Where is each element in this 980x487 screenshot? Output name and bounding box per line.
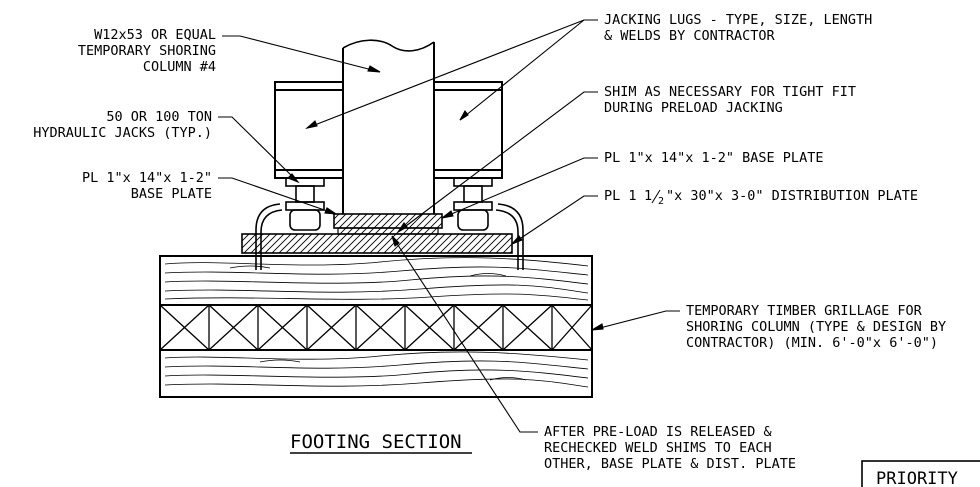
section-title: FOOTING SECTION <box>290 431 462 453</box>
column-label-line-3: COLUMN #4 <box>143 59 216 75</box>
priority-box: PRIORITY <box>861 460 980 487</box>
timber-grillage <box>159 255 593 398</box>
shim <box>337 227 439 235</box>
column-label-line-1: W12x53 OR EQUAL <box>94 27 216 43</box>
left-plate-label-line-1: PL 1"x 14"x 1-2" <box>82 170 212 186</box>
grillage-label-line-2: SHORING COLUMN (TYPE & DESIGN BY <box>686 319 946 335</box>
dist-plate-fraction-denominator: 2 <box>658 196 664 207</box>
callout-preload: AFTER PRE-LOAD IS RELEASED & RECHECKED W… <box>544 424 796 472</box>
distribution-plate <box>241 233 513 254</box>
lugs-label-line-2: & WELDS BY CONTRACTOR <box>604 28 776 44</box>
callout-column: W12x53 OR EQUAL TEMPORARY SHORING COLUMN… <box>78 27 216 75</box>
shim-label-line-2: DURING PRELOAD JACKING <box>604 100 783 116</box>
callout-shim: SHIM AS NECESSARY FOR TIGHT FIT DURING P… <box>604 84 856 116</box>
base-plate-label: PL 1"x 14"x 1-2" BASE PLATE <box>604 150 823 166</box>
wood-grain-lower <box>164 351 589 388</box>
preload-label-line-3: OTHER, BASE PLATE & DIST. PLATE <box>544 456 796 472</box>
callout-jacking-lugs: JACKING LUGS - TYPE, SIZE, LENGTH & WELD… <box>604 12 872 44</box>
dist-plate-fraction-bar <box>651 189 661 204</box>
dist-plate-prefix: PL 1 <box>604 188 637 204</box>
dist-plate-fraction-numerator: 1 <box>644 188 652 204</box>
dist-plate-suffix: "x 30"x 3-0" DISTRIBUTION PLATE <box>666 188 918 204</box>
callout-grillage: TEMPORARY TIMBER GRILLAGE FOR SHORING CO… <box>686 303 946 351</box>
hydraulic-jack-left <box>255 177 325 270</box>
preload-label-line-2: RECHECKED WELD SHIMS TO EACH <box>544 440 772 456</box>
wood-grain-upper <box>164 257 589 301</box>
leader-lines <box>218 19 680 433</box>
jacks-label-line-2: HYDRAULIC JACKS (TYP.) <box>33 125 212 141</box>
hydraulic-jack-right <box>453 177 524 270</box>
preload-label-line-1: AFTER PRE-LOAD IS RELEASED & <box>544 424 772 440</box>
shim-label-line-1: SHIM AS NECESSARY FOR TIGHT FIT <box>604 84 856 100</box>
priority-label: PRIORITY <box>876 469 958 487</box>
jacks-label-line-1: 50 OR 100 TON <box>106 109 212 125</box>
callout-left-base-plate: PL 1"x 14"x 1-2" BASE PLATE <box>82 170 212 202</box>
base-plate <box>333 213 443 229</box>
grillage-label-line-1: TEMPORARY TIMBER GRILLAGE FOR <box>686 303 923 319</box>
grillage-label-line-3: CONTRACTOR) (MIN. 6'-0"x 6'-0") <box>686 335 938 351</box>
callout-distribution-plate: PL 1 1 2 "x 30"x 3-0" DISTRIBUTION PLATE <box>604 188 918 207</box>
lugs-label-line-1: JACKING LUGS - TYPE, SIZE, LENGTH <box>604 12 872 28</box>
left-plate-label-line-2: BASE PLATE <box>131 186 212 202</box>
column-label-line-2: TEMPORARY SHORING <box>78 43 216 59</box>
cross-bracing <box>159 304 593 351</box>
callout-jacks: 50 OR 100 TON HYDRAULIC JACKS (TYP.) <box>33 109 212 141</box>
